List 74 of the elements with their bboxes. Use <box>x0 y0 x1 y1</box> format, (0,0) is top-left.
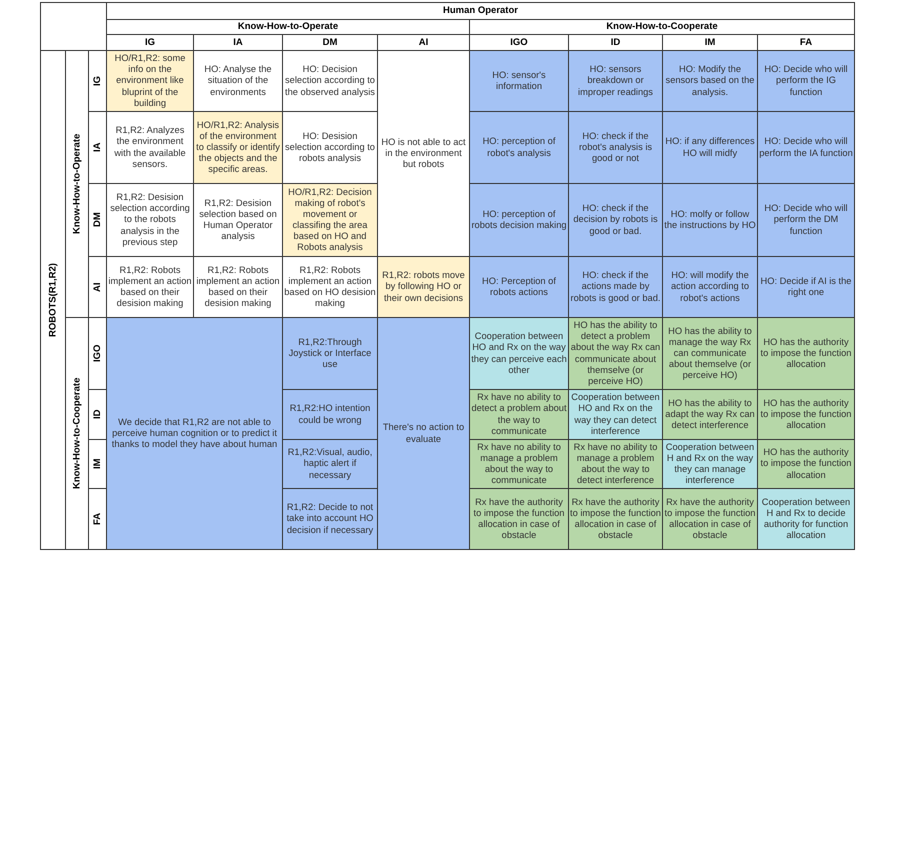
matrix-entry: HO is not able to act in the environment but robots <box>378 51 469 256</box>
matrix-entry: HO/R1,R2: Analysis of the environment to classify or identify the objects and the specific areas. <box>194 112 282 183</box>
group-header: Know-How-to-Operate <box>107 20 469 34</box>
matrix-entry: HO has the ability to adapt the way Rx can detect interference <box>663 390 757 439</box>
row-group-header: Know-How-to-Cooperate <box>66 318 88 549</box>
matrix-entry: Cooperation between H and Rx to decide authority for function allocation <box>758 489 854 549</box>
matrix-entry: HO: Decide who will perform the IG function <box>758 51 854 111</box>
matrix-entry: HO: Decide if AI is the right one <box>758 257 854 317</box>
matrix-entry: R1,R2:Visual, audio, haptic alert if necessary <box>283 440 377 488</box>
row-header: IGO <box>89 318 106 389</box>
matrix-entry: HO: Modify the sensors based on the analysis. <box>663 51 757 111</box>
matrix-entry: HO: Decide who will perform the IA function <box>758 112 854 183</box>
row-header: DM <box>89 184 106 256</box>
matrix-entry: HO: check if the actions made by robots is good or bad. <box>569 257 662 317</box>
matrix-entry: There's no action to evaluate <box>378 318 469 549</box>
group-header: Know-How-to-Cooperate <box>470 20 854 34</box>
column-header: AI <box>378 35 469 50</box>
matrix-entry: Rx have no ability to manage a problem about the way to communicate <box>470 440 568 488</box>
matrix-entry: R1,R2: Decide to not take into account HO decision if necessary <box>283 489 377 549</box>
matrix-entry: HO/R1,R2: Decision making of robot's movement or classifing the area based on HO and Robots analysis <box>283 184 377 256</box>
matrix-entry: HO: check if the decision by robots is good or bad. <box>569 184 662 256</box>
row-group-header: Know-How-to-Operate <box>66 51 88 317</box>
matrix-entry: R1,R2: Robots implement an action based on their desision making <box>194 257 282 317</box>
matrix-entry: R1,R2: Analyzes the environment with the available sensors. <box>107 112 193 183</box>
matrix-entry: HO: sensor's information <box>470 51 568 111</box>
matrix-entry: Rx have the authority to impose the function allocation in case of obstacle <box>663 489 757 549</box>
matrix-entry: Cooperation between HO and Rx on the way they can detect interference <box>569 390 662 439</box>
matrix-entry: HO: perception of robot's analysis <box>470 112 568 183</box>
matrix-entry: R1,R2: Robots implement an action based on HO desision making <box>283 257 377 317</box>
matrix-entry: HO: if any differences HO will midfy <box>663 112 757 183</box>
matrix-entry: HO: perception of robots decision making <box>470 184 568 256</box>
matrix-entry: Rx have no ability to manage a problem about the way to detect interference <box>569 440 662 488</box>
row-header: ID <box>89 390 106 439</box>
matrix-entry: Cooperation between H and Rx on the way they can manage interference <box>663 440 757 488</box>
matrix-entry: HO has the authority to impose the function allocation <box>758 440 854 488</box>
matrix-entry: HO: check if the robot's analysis is good or not <box>569 112 662 183</box>
matrix-entry: R1,R2:Through Joystick or Interface use <box>283 318 377 389</box>
matrix-entry: R1,R2: Robots implement an action based on their desision making <box>107 257 193 317</box>
matrix-entry: Cooperation between HO and Rx on the way they can perceive each other <box>470 318 568 389</box>
matrix-entry: R1,R2: Desision selection according to the robots analysis in the previous step <box>107 184 193 256</box>
matrix-entry: HO: will modify the action according to robot's actions <box>663 257 757 317</box>
matrix-entry: R1,R2: robots move by following HO or their own decisions <box>378 257 469 317</box>
matrix-entry: HO has the authority to impose the function allocation <box>758 390 854 439</box>
row-group-header: ROBOTS(R1,R2) <box>41 51 65 549</box>
matrix-entry: Rx have the authority to impose the function allocation in case of obstacle <box>470 489 568 549</box>
matrix-entry: HO has the authority to impose the function allocation <box>758 318 854 389</box>
matrix-entry: R1,R2:HO intention could be wrong <box>283 390 377 439</box>
row-header: IA <box>89 112 106 183</box>
matrix-entry: HO: molfy or follow the instructions by HO <box>663 184 757 256</box>
matrix-entry: HO: Perception of robots actions <box>470 257 568 317</box>
column-header: FA <box>758 35 854 50</box>
column-header: ID <box>569 35 662 50</box>
matrix-entry: HO: sensors breakdown or improper readings <box>569 51 662 111</box>
row-header: IM <box>89 440 106 488</box>
matrix-entry: HO: Decide who will perform the DM function <box>758 184 854 256</box>
column-header: IG <box>107 35 193 50</box>
matrix-entry: HO: Decision selection according to the observed analysis <box>283 51 377 111</box>
column-header: IM <box>663 35 757 50</box>
table-title: Human Operator <box>107 3 854 19</box>
matrix-entry: HO: Analyse the situation of the environments <box>194 51 282 111</box>
row-header: AI <box>89 257 106 317</box>
matrix-entry: Rx have no ability to detect a problem about the way to communicate <box>470 390 568 439</box>
matrix-entry: R1,R2: Desision selection based on Human Operator analysis <box>194 184 282 256</box>
column-header: IA <box>194 35 282 50</box>
matrix-entry: HO: Desision selection according to robots analysis <box>283 112 377 183</box>
row-header: IG <box>89 51 106 111</box>
column-header: IGO <box>470 35 568 50</box>
matrix-entry: HO has the ability to manage the way Rx can communicate about themselve (or perceive HO) <box>663 318 757 389</box>
matrix-entry: HO/R1,R2: some info on the environment like bluprint of the building <box>107 51 193 111</box>
column-header: DM <box>283 35 377 50</box>
matrix-entry: Rx have the authority to impose the function allocation in case of obstacle <box>569 489 662 549</box>
matrix-entry: We decide that R1,R2 are not able to perceive human cognition or to predict it thanks to model they have about human <box>107 318 282 549</box>
matrix-entry: HO has the ability to detect a problem about the way Rx can communicate about themselve (or perceive HO) <box>569 318 662 389</box>
row-header: FA <box>89 489 106 549</box>
